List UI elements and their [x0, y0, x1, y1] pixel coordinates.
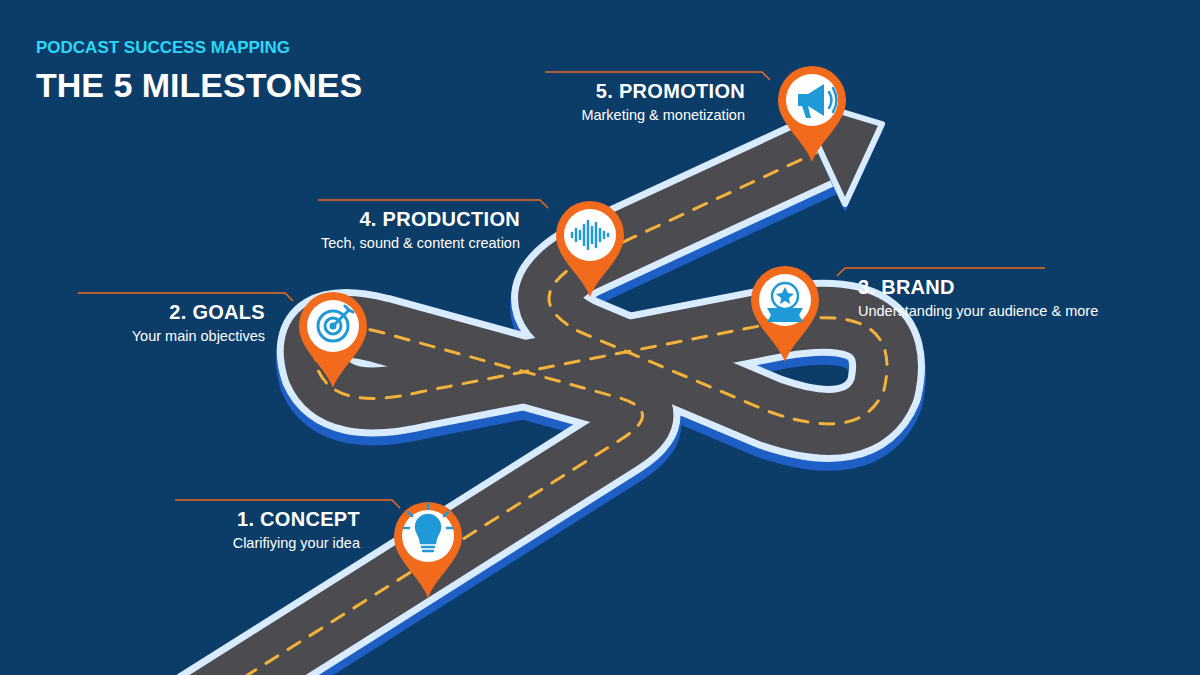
supertitle: PODCAST SUCCESS MAPPING: [36, 38, 290, 58]
milestone-node: 4. PRODUCTION Tech, sound & content creat…: [321, 208, 520, 251]
milestone-description: Your main objectives: [132, 328, 265, 344]
milestone-description: Understanding your audience & more: [858, 303, 1098, 319]
milestone-node: 2. GOALS Your main objectives: [132, 301, 265, 344]
milestone-node: 5. PROMOTION Marketing & monetization: [581, 80, 745, 123]
title: THE 5 MILESTONES: [36, 66, 362, 105]
milestone-heading: 2. GOALS: [132, 301, 265, 324]
milestone-description: Marketing & monetization: [581, 107, 745, 123]
milestone-heading: 5. PROMOTION: [581, 80, 745, 103]
milestone-heading: 1. CONCEPT: [233, 508, 360, 531]
milestone-node: 1. CONCEPT Clarifiying your idea: [233, 508, 360, 551]
milestone-node: 3. BRAND Understanding your audience & mo…: [858, 276, 1098, 319]
milestone-heading: 4. PRODUCTION: [321, 208, 520, 231]
milestone-description: Tech, sound & content creation: [321, 235, 520, 251]
milestone-heading: 3. BRAND: [858, 276, 1098, 299]
milestone-description: Clarifiying your idea: [233, 535, 360, 551]
